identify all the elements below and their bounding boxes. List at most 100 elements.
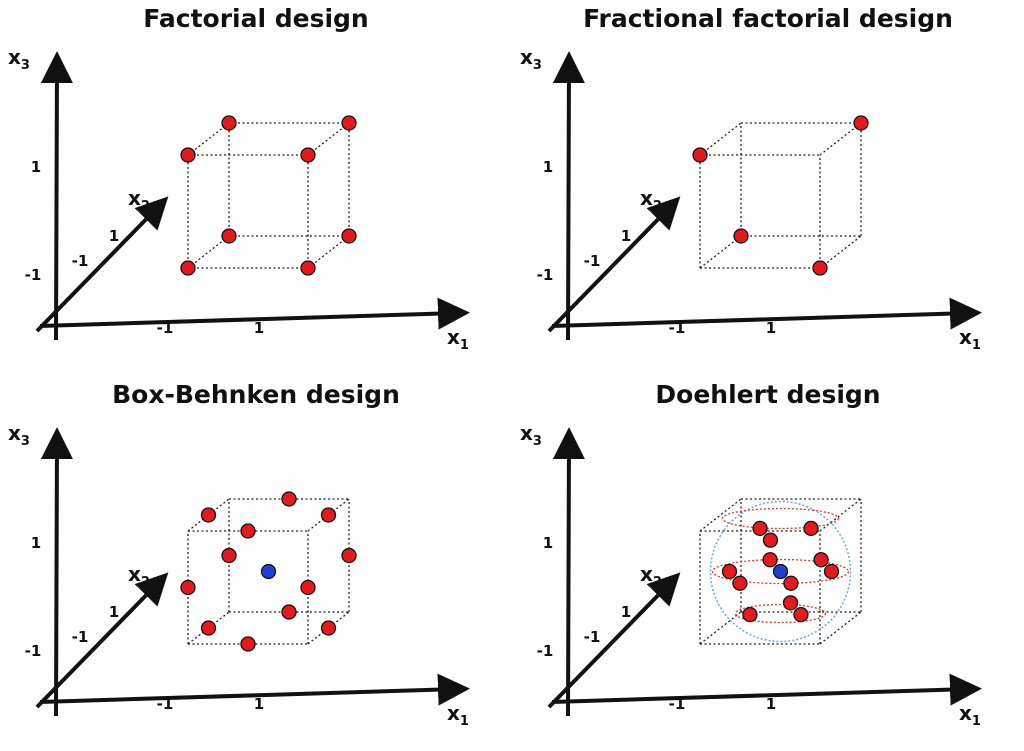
- design-point: [200, 507, 217, 523]
- x3-axis-label: x3: [8, 45, 30, 73]
- x3-axis-label: x3: [520, 45, 542, 73]
- cube-edge: [819, 498, 862, 532]
- design-point: [180, 147, 196, 163]
- x1-tick-neg: -1: [669, 319, 686, 337]
- x1-axis: [39, 297, 470, 330]
- x1-tick-neg: -1: [669, 695, 686, 713]
- design-point: [692, 147, 708, 163]
- cube-edge: [699, 611, 742, 645]
- design-point: [762, 532, 779, 548]
- cube-edge: [699, 235, 742, 269]
- x3-axis: [552, 427, 585, 717]
- x2-tick-neg: -1: [72, 252, 89, 270]
- x2-axis: [547, 572, 681, 709]
- panel-title: Fractional factorial design: [583, 4, 953, 33]
- sphere-ring: [711, 558, 850, 585]
- sphere-ring: [734, 603, 827, 624]
- sphere-outline: [709, 500, 852, 643]
- design-point: [853, 115, 869, 131]
- design-point: [300, 260, 316, 276]
- x2-tick-neg: -1: [584, 628, 601, 646]
- x3-axis-label: x3: [8, 421, 30, 449]
- x2-axis-label: x2: [128, 186, 150, 214]
- design-point: [200, 620, 217, 636]
- panel-title: Factorial design: [143, 4, 368, 33]
- panel-title: Box-Behnken design: [112, 380, 400, 409]
- x1-axis: [551, 673, 982, 706]
- design-point: [742, 606, 758, 623]
- cube-edge: [819, 122, 862, 156]
- sphere-ring: [721, 507, 840, 530]
- x2-tick-pos: 1: [109, 227, 119, 245]
- design-point: [320, 507, 337, 523]
- x1-axis-label: x1: [959, 325, 981, 353]
- design-cube: [187, 122, 350, 269]
- x3-tick-pos: 1: [31, 158, 41, 176]
- x3-tick-pos: 1: [543, 158, 553, 176]
- design-point: [341, 228, 357, 244]
- x1-tick-neg: -1: [157, 695, 174, 713]
- design-point: [793, 606, 809, 623]
- x3-tick-neg: -1: [25, 642, 42, 660]
- design-point: [180, 260, 196, 276]
- panel-title: Doehlert design: [655, 380, 880, 409]
- cube-edge: [699, 498, 742, 532]
- x3-tick-neg: -1: [25, 266, 42, 284]
- center-point: [772, 563, 789, 580]
- cube-edge: [187, 122, 230, 156]
- design-point: [240, 636, 256, 652]
- design-point: [300, 579, 316, 596]
- design-point: [240, 523, 256, 539]
- cube-edge: [307, 235, 350, 269]
- design-point: [752, 520, 768, 537]
- x1-tick-pos: 1: [766, 695, 776, 713]
- design-point: [221, 115, 237, 131]
- x1-axis: [39, 673, 470, 706]
- x1-tick-pos: 1: [254, 695, 264, 713]
- design-point: [762, 552, 778, 568]
- design-point: [823, 563, 840, 580]
- design-point: [782, 595, 799, 611]
- x3-axis: [40, 427, 73, 717]
- x3-tick-neg: -1: [537, 266, 554, 284]
- center-point: [260, 563, 277, 580]
- design-point: [733, 228, 749, 244]
- x1-tick-neg: -1: [157, 319, 174, 337]
- panel-fractional-factorial: Fractional factorial design x1 x2 x3 -1 1 -1 1 -…: [512, 0, 1024, 375]
- design-point: [783, 575, 799, 591]
- x3-tick-pos: 1: [543, 534, 553, 552]
- cube-edge: [819, 235, 862, 269]
- x3-axis-label: x3: [520, 421, 542, 449]
- x2-tick-neg: -1: [584, 252, 601, 270]
- design-point: [732, 575, 748, 591]
- x2-tick-pos: 1: [621, 603, 631, 621]
- x3-axis: [552, 51, 585, 341]
- design-point: [341, 115, 357, 131]
- x1-tick-pos: 1: [766, 319, 776, 337]
- factorial-diagram: Factorial design x1 x2 x3 -1 1 -1 1 -1 1: [8, 4, 470, 353]
- design-point: [180, 579, 196, 596]
- x2-tick-pos: 1: [621, 227, 631, 245]
- design-point: [281, 604, 297, 620]
- x2-axis: [547, 196, 681, 333]
- design-point: [803, 520, 819, 537]
- x1-axis-label: x1: [959, 701, 981, 729]
- design-point: [221, 547, 237, 564]
- x2-tick-neg: -1: [72, 628, 89, 646]
- design-point: [221, 228, 237, 244]
- design-cube: [699, 122, 862, 269]
- design-point: [813, 552, 829, 568]
- x2-axis-label: x2: [640, 186, 662, 214]
- x2-axis-label: x2: [640, 562, 662, 590]
- x2-tick-pos: 1: [109, 603, 119, 621]
- x2-axis: [35, 196, 169, 333]
- design-point: [300, 147, 316, 163]
- design-point: [281, 491, 297, 507]
- x3-axis: [40, 51, 73, 341]
- x1-axis-label: x1: [447, 325, 469, 353]
- x1-tick-pos: 1: [254, 319, 264, 337]
